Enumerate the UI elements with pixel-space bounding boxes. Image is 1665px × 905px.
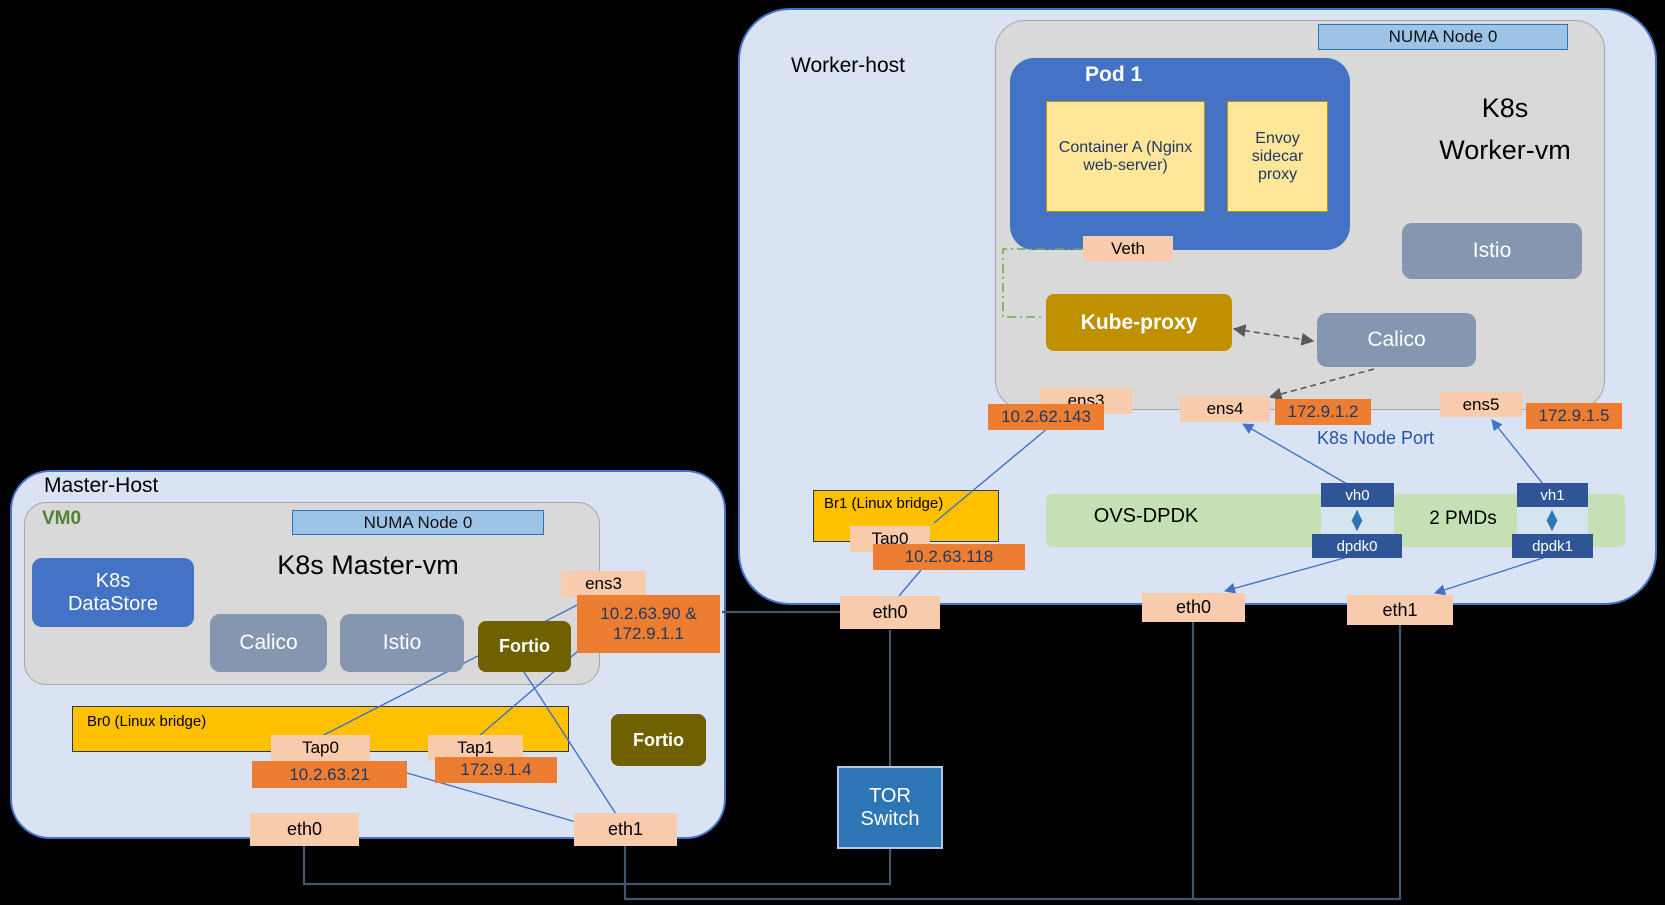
fortio-box-master-vm: Fortio	[478, 621, 571, 672]
pod1-title: Pod 1	[1085, 63, 1143, 86]
vh1-port: vh1	[1517, 483, 1588, 507]
istio-box-master: Istio	[340, 614, 464, 672]
master-host-title: Master-Host	[44, 474, 159, 497]
worker-vm-title: K8s Worker-vm	[1439, 93, 1571, 165]
veth-port: Veth	[1083, 236, 1173, 261]
tap0-ip-worker: 10.2.63.118	[873, 544, 1025, 570]
tap0-ip-master: 10.2.63.21	[252, 761, 407, 788]
fortio-box-master-host: Fortio	[611, 714, 706, 766]
br1-label: Br1 (Linux bridge)	[824, 495, 944, 512]
tap1-ip-master: 172.9.1.4	[435, 757, 557, 783]
calico-box-worker: Calico	[1317, 313, 1476, 367]
tor-switch: TOR Switch	[837, 766, 943, 849]
eth0-port-worker-left: eth0	[840, 596, 940, 629]
eth1-port-worker: eth1	[1347, 595, 1453, 625]
ovs-dpdk-label: OVS-DPDK	[1093, 505, 1199, 527]
k8s-node-port-label: K8s Node Port	[1317, 428, 1435, 448]
master-vm-title: K8s Master-vm	[277, 550, 459, 580]
ens3-ip-worker: 10.2.62.143	[988, 404, 1104, 430]
dpdk0-port: dpdk0	[1312, 534, 1402, 558]
dpdk1-port: dpdk1	[1512, 534, 1593, 558]
eth1-port-master: eth1	[574, 813, 677, 846]
br0-label: Br0 (Linux bridge)	[87, 713, 207, 730]
ens4-port-worker: ens4	[1180, 396, 1270, 422]
kube-proxy-box: Kube-proxy	[1046, 294, 1232, 351]
ens3-port-master: ens3	[561, 571, 646, 597]
container-a-card: Container A (Nginx web-server)	[1046, 101, 1205, 212]
pmds-label: 2 PMDs	[1429, 508, 1497, 529]
envoy-sidecar-card: Envoy sidecar proxy	[1227, 101, 1328, 212]
ens4-ip-worker: 172.9.1.2	[1275, 399, 1371, 425]
worker-host-title: Worker-host	[791, 54, 905, 77]
vh0-port: vh0	[1321, 483, 1394, 507]
istio-box-worker: Istio	[1402, 223, 1582, 279]
eth0-port-master: eth0	[250, 813, 359, 846]
ens3-ip-master: 10.2.63.90 & 172.9.1.1	[577, 595, 720, 653]
ens5-port-worker: ens5	[1440, 392, 1522, 417]
tap0-port-master: Tap0	[271, 735, 370, 761]
ens5-ip-worker: 172.9.1.5	[1526, 403, 1622, 429]
tap1-port-master: Tap1	[428, 735, 523, 761]
numa-badge-worker: NUMA Node 0	[1318, 24, 1568, 50]
calico-box-master: Calico	[210, 614, 327, 672]
eth0-port-worker-mid: eth0	[1142, 593, 1245, 622]
numa-badge-master: NUMA Node 0	[292, 510, 544, 535]
k8s-datastore-box: K8s DataStore	[32, 558, 194, 627]
vm0-title: VM0	[42, 508, 82, 529]
